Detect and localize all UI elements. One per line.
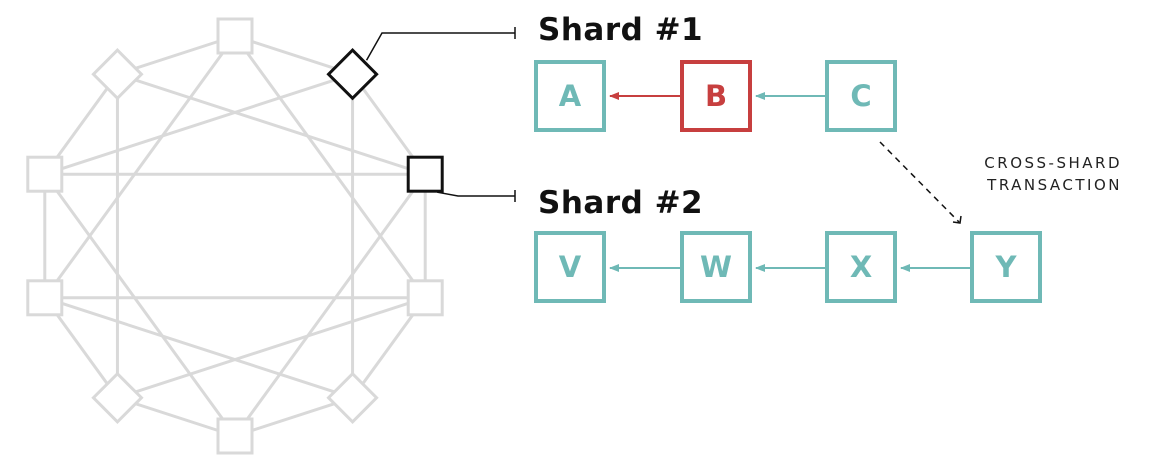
shard-1-connector [365,32,515,61]
network-node [406,279,444,317]
block-w: W [680,231,752,303]
network-node [26,155,64,193]
network-edge [116,72,426,176]
cross-shard-label-line2: TRANSACTION [987,176,1122,194]
block-b: B [680,60,752,132]
cross-shard-label-line1: CROSS-SHARD [984,154,1122,172]
network-edge [233,35,427,299]
network-edge [43,35,237,299]
network-edge [116,296,426,400]
block-c: C [825,60,897,132]
network-node [26,279,64,317]
cross-shard-arrowhead [952,215,962,224]
block-a: A [534,60,606,132]
shard-node-2 [406,155,444,193]
shard-2-title: Shard #2 [538,185,704,221]
network-node [91,371,144,424]
network-edge [43,173,237,437]
network-edge [233,173,427,437]
block-x: X [825,231,897,303]
network-node [216,417,254,455]
network-node [326,371,379,424]
shard-node-1 [326,48,379,101]
shard-2-connector [437,191,515,197]
network-edge [44,296,354,400]
cross-shard-arrow [879,141,960,223]
network-node [91,48,144,101]
network-node [216,17,254,55]
block-v: V [534,231,606,303]
cross-shard-label: CROSS-SHARD TRANSACTION [984,152,1122,196]
network-edge [44,72,354,176]
shard-1-title: Shard #1 [538,12,704,48]
block-y: Y [970,231,1042,303]
